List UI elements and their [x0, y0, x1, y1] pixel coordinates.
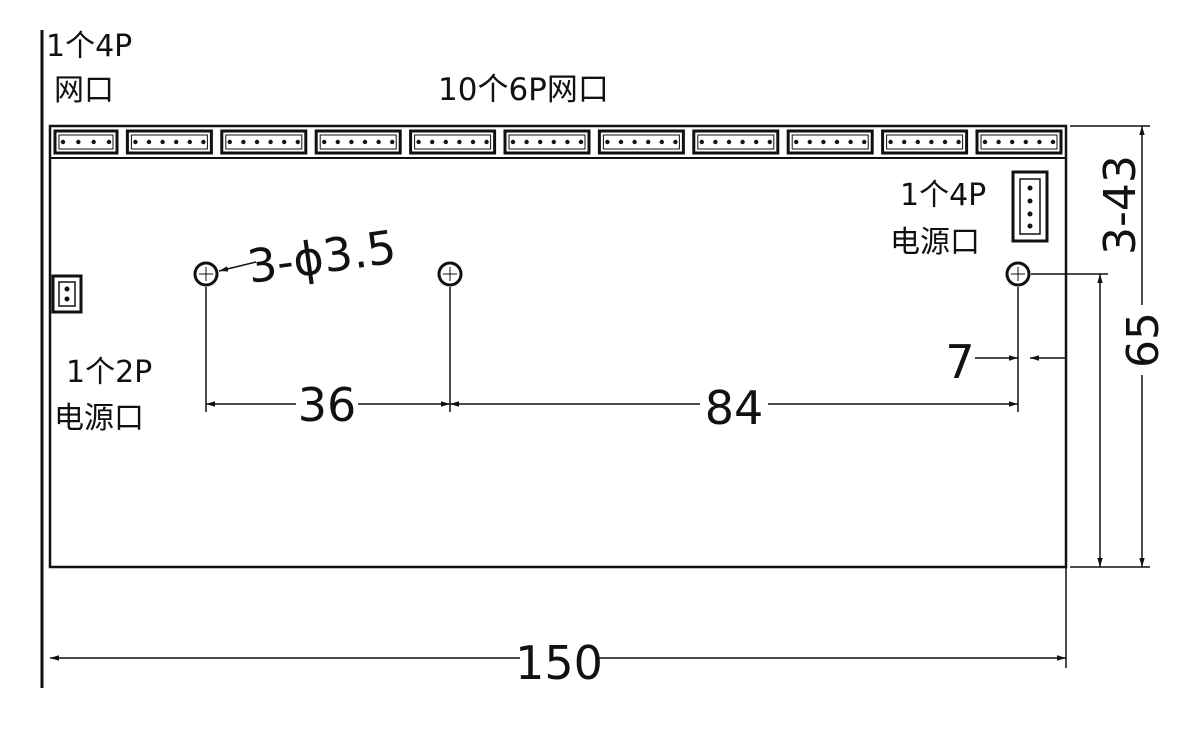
dim-hole-spacing-right: 84	[705, 381, 764, 435]
dim-board-width: 150	[515, 636, 603, 690]
label-4p-network-line1: 1个4P	[46, 29, 132, 64]
label-2p-power-line1: 1个2P	[66, 355, 152, 390]
network-6p-connector-3	[220, 129, 308, 155]
hole-callout-leader	[218, 261, 257, 272]
dim-hole-height: 43	[1095, 155, 1146, 211]
mounting-hole-1	[193, 261, 219, 287]
mounting-hole-2	[437, 261, 463, 287]
dim-hole-height-prefix: 3-	[1095, 211, 1146, 255]
network-6p-connector-2	[125, 129, 213, 155]
label-4p-power-line2: 电源口	[890, 225, 980, 260]
label-2p-power-line2: 电源口	[54, 401, 144, 436]
label-4p-network-line2: 网口	[54, 73, 114, 108]
dim-hole-spacing-left: 36	[298, 378, 357, 432]
hole-callout-text: 3-ϕ3.5	[244, 220, 399, 294]
label-6p-network: 10个6P网口	[438, 72, 609, 108]
network-6p-connector-8	[692, 129, 780, 155]
network-6p-connector-7	[597, 129, 685, 155]
network-6p-connector-10	[881, 129, 969, 155]
label-4p-power-line1: 1个4P	[900, 178, 986, 213]
network-connectors	[53, 129, 1063, 155]
network-6p-connector-5	[409, 129, 497, 155]
network-6p-connector-11	[975, 129, 1063, 155]
network-6p-connector-9	[786, 129, 874, 155]
connector-strip	[49, 125, 1067, 159]
network-6p-connector-6	[503, 129, 591, 155]
power-4p-connector	[1011, 170, 1049, 243]
dim-board-height: 65	[1118, 312, 1169, 368]
svg-text:3-43: 3-43	[1095, 155, 1146, 255]
dim-edge-offset: 7	[945, 335, 974, 389]
network-6p-connector-4	[314, 129, 402, 155]
mounting-hole-3	[1005, 261, 1031, 287]
power-2p-connector	[51, 274, 83, 314]
network-4p-connector-1	[53, 129, 119, 155]
